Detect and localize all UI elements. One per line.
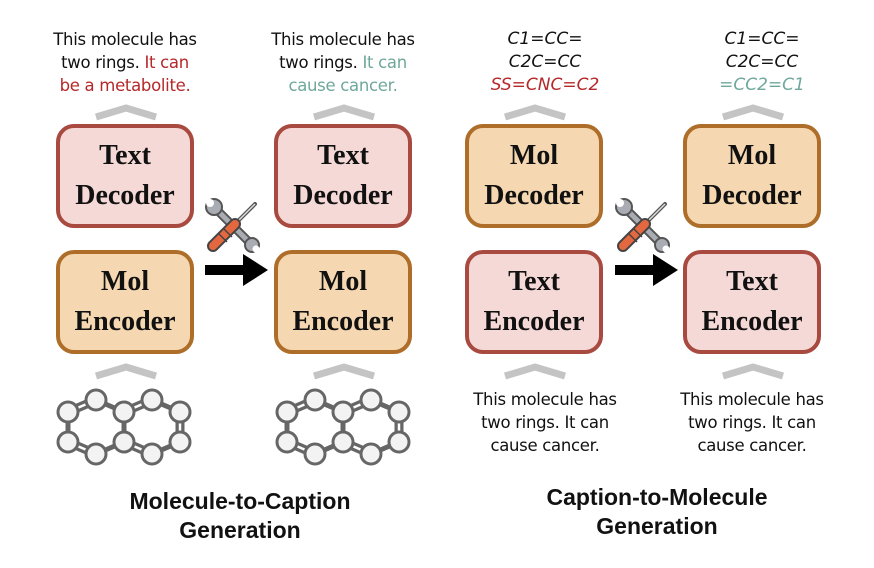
atom (331, 400, 355, 424)
right-before-input-caption: This molecule has two rings. It can caus… (440, 388, 650, 457)
left-panel-title: Molecule-to-Caption Generation (80, 487, 400, 545)
caption-wrong-highlight: be a metabolite. (59, 76, 191, 95)
atom (112, 430, 136, 454)
module-label: Mol (318, 266, 368, 297)
connector-chevron-icon (503, 363, 567, 380)
caption-line: This molecule has (473, 390, 617, 409)
module-label: Decoder (702, 180, 802, 211)
module-label: Decoder (293, 180, 393, 211)
atom (359, 388, 383, 412)
connector-chevron-icon (503, 104, 567, 121)
caption-line: cause cancer. (697, 436, 807, 455)
atom (112, 400, 136, 424)
title-line: Molecule-to-Caption (129, 488, 351, 514)
caption-line: two rings. It can (481, 413, 609, 432)
atom (387, 400, 411, 424)
module-label: Mol (727, 140, 777, 171)
caption-text: two rings. (61, 53, 145, 72)
caption-line: This molecule has (53, 30, 197, 49)
caption-line: two rings. It can (20, 51, 230, 74)
atom (303, 388, 327, 412)
connector-chevron-icon (312, 363, 376, 380)
text-encoder-module: Text Encoder (465, 250, 603, 354)
smiles-line: C2C=CC (725, 52, 799, 72)
caption-correct-highlight: It can (362, 53, 407, 72)
atom (140, 388, 164, 412)
title-line: Generation (596, 513, 718, 539)
text-decoder-module: Text Decoder (56, 124, 194, 228)
smiles-correct-highlight: =CC2=C1 (719, 75, 805, 95)
module-label: Encoder (74, 306, 176, 337)
connector-chevron-icon (94, 363, 158, 380)
text-encoder-module: Text Encoder (683, 250, 821, 354)
module-label: Encoder (483, 306, 585, 337)
tools-icon (615, 198, 670, 253)
right-panel-title: Caption-to-Molecule Generation (497, 483, 817, 541)
mol-encoder-module: Mol Encoder (56, 250, 194, 354)
caption-line: This molecule has (680, 390, 824, 409)
module-label: Encoder (292, 306, 394, 337)
atom (331, 430, 355, 454)
atom (140, 442, 164, 466)
caption-line: two rings. It can (238, 51, 448, 74)
arrow-right-icon (615, 254, 678, 286)
module-label: Mol (509, 140, 559, 171)
smiles-wrong-highlight: SS=CNC=C2 (490, 75, 600, 95)
module-label: Decoder (484, 180, 584, 211)
module-label: Mol (100, 266, 150, 297)
caption-line: This molecule has (271, 30, 415, 49)
connector-chevron-icon (312, 104, 376, 121)
module-label: Text (726, 266, 778, 297)
molecule-structure-icon (56, 388, 192, 466)
caption-line: cause cancer. (490, 436, 600, 455)
left-before-output-caption: This molecule has two rings. It can be a… (20, 28, 230, 97)
title-line: Caption-to-Molecule (546, 484, 768, 510)
atom (168, 430, 192, 454)
module-label: Encoder (701, 306, 803, 337)
left-after-output-caption: This molecule has two rings. It can caus… (238, 28, 448, 97)
caption-correct-highlight: cause cancer. (288, 76, 398, 95)
smiles-line: C1=CC= (507, 29, 583, 49)
connector-chevron-icon (94, 104, 158, 121)
smiles-line: C1=CC= (724, 29, 800, 49)
right-after-output-smiles: C1=CC= C2C=CC =CC2=C1 (682, 28, 842, 97)
smiles-line: C2C=CC (508, 52, 582, 72)
atom (84, 388, 108, 412)
module-label: Text (508, 266, 560, 297)
connector-chevron-icon (721, 363, 785, 380)
atom (56, 430, 80, 454)
mol-decoder-module: Mol Decoder (683, 124, 821, 228)
module-label: Decoder (75, 180, 175, 211)
right-before-output-smiles: C1=CC= C2C=CC SS=CNC=C2 (465, 28, 625, 97)
module-label: Text (317, 140, 369, 171)
screwdriver (207, 202, 257, 252)
caption-line: two rings. It can (688, 413, 816, 432)
caption-text: two rings. (279, 53, 363, 72)
molecule-structure-icon (275, 388, 411, 466)
atom (168, 400, 192, 424)
text-decoder-module: Text Decoder (274, 124, 412, 228)
connector-chevron-icon (721, 104, 785, 121)
atom (56, 400, 80, 424)
screwdriver (617, 202, 667, 252)
arrow-right-icon (205, 254, 268, 286)
caption-wrong-highlight: It can (144, 53, 189, 72)
title-line: Generation (179, 517, 301, 543)
atom (275, 400, 299, 424)
atom (387, 430, 411, 454)
mol-decoder-module: Mol Decoder (465, 124, 603, 228)
module-label: Text (99, 140, 151, 171)
mol-encoder-module: Mol Encoder (274, 250, 412, 354)
tools-icon (205, 198, 260, 253)
right-after-input-caption: This molecule has two rings. It can caus… (647, 388, 857, 457)
atom (84, 442, 108, 466)
atom (359, 442, 383, 466)
atom (303, 442, 327, 466)
atom (275, 430, 299, 454)
